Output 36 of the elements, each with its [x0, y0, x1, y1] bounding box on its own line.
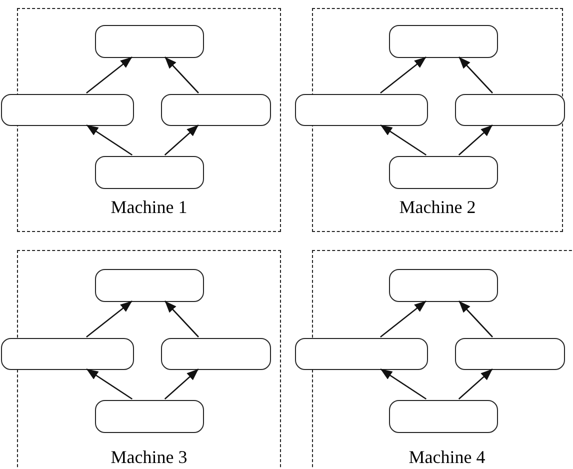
process-box	[389, 156, 498, 189]
arrow	[458, 124, 493, 156]
frame-label: Machine 3	[110, 446, 188, 469]
frame-label: Machine 2	[398, 196, 477, 219]
arrow	[380, 300, 427, 338]
arrow	[86, 368, 132, 400]
process-box	[1, 338, 134, 370]
process-box	[455, 94, 565, 126]
process-box	[455, 338, 565, 370]
process-box	[161, 338, 271, 370]
arrow	[86, 300, 133, 338]
process-box	[95, 25, 204, 58]
process-box	[95, 156, 204, 189]
arrow	[86, 124, 132, 156]
arrow	[380, 368, 426, 400]
process-box	[295, 94, 428, 126]
frame-label: Machine 1	[110, 196, 188, 219]
arrow	[164, 368, 199, 400]
arrow	[164, 300, 199, 338]
arrow	[164, 56, 199, 94]
arrow	[458, 56, 493, 94]
frame-label: Machine 4	[408, 446, 486, 469]
process-box	[389, 400, 498, 433]
arrow	[86, 56, 133, 94]
process-box	[1, 94, 134, 126]
process-box	[389, 25, 498, 58]
arrow	[458, 368, 493, 400]
process-box	[95, 400, 204, 433]
process-box	[295, 338, 428, 370]
process-box	[389, 269, 498, 302]
arrow	[380, 56, 427, 94]
process-box	[95, 269, 204, 302]
arrow	[380, 124, 426, 156]
arrow	[164, 124, 199, 156]
arrow	[458, 300, 493, 338]
process-box	[161, 94, 271, 126]
